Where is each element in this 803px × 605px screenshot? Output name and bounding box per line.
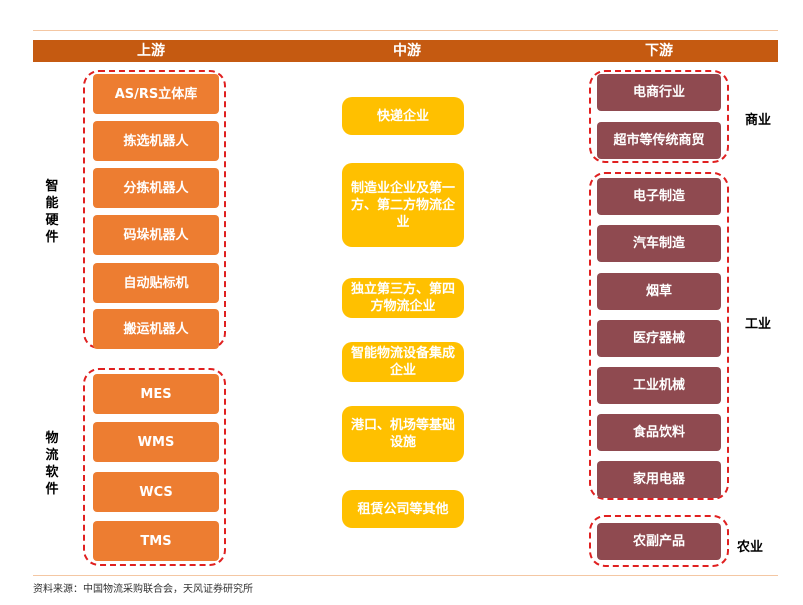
upstream-item-picking-robot: 拣选机器人 [93, 121, 219, 161]
software-group-border [83, 368, 226, 566]
midstream-item-express: 快递企业 [342, 97, 464, 135]
upstream-item-handling-robot: 搬运机器人 [93, 309, 219, 349]
downstream-item-medical-devices: 医疗器械 [597, 320, 721, 357]
commerce-group-border [589, 70, 729, 163]
downstream-item-ecommerce: 电商行业 [597, 74, 721, 111]
upstream-item-wms: WMS [93, 422, 219, 462]
downstream-item-tobacco: 烟草 [597, 273, 721, 310]
downstream-item-supermarket: 超市等传统商贸 [597, 122, 721, 159]
software-group-label: 物流软件 [45, 431, 59, 497]
bottom-divider [33, 575, 778, 576]
midstream-item-leasing: 租赁公司等其他 [342, 490, 464, 528]
industry-group-label: 工业 [745, 317, 772, 332]
industry-group-border [589, 172, 729, 500]
agriculture-group-border [589, 515, 729, 567]
upstream-item-tms: TMS [93, 521, 219, 561]
upstream-item-labeling-machine: 自动贴标机 [93, 263, 219, 303]
downstream-item-home-appliances: 家用电器 [597, 461, 721, 498]
upstream-item-sorting-robot: 分拣机器人 [93, 168, 219, 208]
downstream-item-agricultural-products: 农副产品 [597, 523, 721, 560]
upstream-item-asrs: AS/RS立体库 [93, 74, 219, 114]
source-note: 资料来源：中国物流采购联合会，天风证券研究所 [33, 584, 253, 595]
midstream-item-manufacturing-logistics: 制造业企业及第一方、第二方物流企业 [342, 163, 464, 247]
downstream-item-food-beverage: 食品饮料 [597, 414, 721, 451]
top-divider [33, 30, 778, 31]
downstream-header: 下游 [645, 43, 673, 59]
downstream-item-electronics: 电子制造 [597, 178, 721, 215]
midstream-item-infrastructure: 港口、机场等基础设施 [342, 406, 464, 462]
column-header-bar: 上游 中游 下游 [33, 40, 778, 62]
midstream-header: 中游 [393, 43, 421, 59]
upstream-item-wcs: WCS [93, 472, 219, 512]
downstream-item-automotive: 汽车制造 [597, 225, 721, 262]
upstream-item-palletizing-robot: 码垛机器人 [93, 215, 219, 255]
upstream-header: 上游 [137, 43, 165, 59]
downstream-item-industrial-machinery: 工业机械 [597, 367, 721, 404]
upstream-item-mes: MES [93, 374, 219, 414]
commerce-group-label: 商业 [745, 113, 772, 128]
agriculture-group-label: 农业 [737, 540, 764, 555]
midstream-item-equipment-integrator: 智能物流设备集成企业 [342, 342, 464, 382]
midstream-item-3pl-4pl: 独立第三方、第四方物流企业 [342, 278, 464, 318]
hardware-group-label: 智能硬件 [45, 179, 59, 245]
